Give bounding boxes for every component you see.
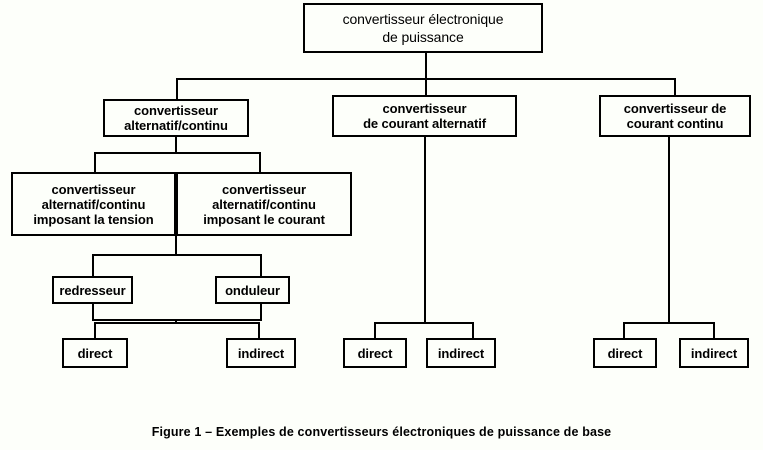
connector-bus-to-ac-direct	[374, 322, 376, 338]
node-dc[interactable]: convertisseur de courant continu	[599, 95, 751, 137]
node-acdc-direct[interactable]: direct	[62, 338, 128, 368]
connector-bus-to-ac-dc	[176, 78, 178, 99]
node-ac-direct[interactable]: direct	[343, 338, 407, 368]
node-acdc-indirect-label: indirect	[237, 345, 285, 361]
node-ac-dc[interactable]: convertisseur alternatif/continu	[103, 99, 249, 137]
node-dc-direct[interactable]: direct	[593, 338, 657, 368]
node-ac-dc-label: convertisseur alternatif/continu	[124, 103, 228, 133]
node-ac[interactable]: convertisseur de courant alternatif	[332, 95, 517, 137]
node-root[interactable]: convertisseur électronique de puissance	[303, 3, 543, 53]
connector-bus-ac-leaves	[374, 322, 474, 324]
node-dc-direct-label: direct	[607, 345, 643, 361]
connector-merge-down	[175, 319, 177, 324]
connector-merge-level4	[92, 319, 262, 321]
connector-bus-to-dc	[674, 78, 676, 99]
node-ac-indirect[interactable]: indirect	[426, 338, 496, 368]
connector-bus-to-onduleur	[260, 254, 262, 276]
connector-bus-dc-leaves	[623, 322, 715, 324]
node-ac-dc-voltage[interactable]: convertisseur alternatif/continu imposan…	[11, 172, 176, 236]
node-dc-indirect[interactable]: indirect	[679, 338, 749, 368]
node-root-label: convertisseur électronique de puissance	[342, 11, 504, 45]
connector-bus-to-ac-dc-voltage	[94, 152, 96, 173]
node-ac-direct-label: direct	[357, 345, 393, 361]
node-ac-indirect-label: indirect	[437, 345, 485, 361]
connector-ac-dc-down	[175, 137, 177, 154]
node-ac-label: convertisseur de courant alternatif	[363, 101, 486, 131]
connector-bus-to-dc-indirect	[713, 322, 715, 338]
node-ac-dc-current[interactable]: convertisseur alternatif/continu imposan…	[176, 172, 352, 236]
node-redresseur[interactable]: redresseur	[52, 276, 133, 304]
node-ac-dc-current-label: convertisseur alternatif/continu imposan…	[203, 181, 325, 227]
node-dc-indirect-label: indirect	[690, 345, 738, 361]
connector-bus-level4	[92, 254, 262, 256]
connector-bus-to-ac	[425, 78, 427, 99]
node-dc-label: convertisseur de courant continu	[623, 101, 727, 131]
connector-bus-to-acdc-indirect	[258, 322, 260, 338]
node-acdc-indirect[interactable]: indirect	[226, 338, 296, 368]
connector-ac-down	[424, 137, 426, 322]
node-ac-dc-voltage-label: convertisseur alternatif/continu imposan…	[33, 181, 154, 227]
connector-bus-acdc-leaves	[94, 322, 260, 324]
connector-bus-to-dc-direct	[623, 322, 625, 338]
connector-bus-to-acdc-direct	[94, 322, 96, 338]
figure-caption: Figure 1 – Exemples de convertisseurs él…	[151, 425, 612, 439]
connector-root-down	[425, 53, 427, 80]
connector-level3-down	[175, 236, 177, 256]
node-onduleur-label: onduleur	[225, 282, 280, 298]
connector-dc-down	[668, 137, 670, 322]
connector-redresseur-down	[92, 304, 94, 321]
connector-bus-level3	[94, 152, 261, 154]
connector-bus-to-ac-dc-current	[259, 152, 261, 173]
node-onduleur[interactable]: onduleur	[215, 276, 290, 304]
node-redresseur-label: redresseur	[59, 282, 126, 298]
connector-onduleur-down	[260, 304, 262, 321]
node-acdc-direct-label: direct	[77, 345, 113, 361]
connector-bus-to-redresseur	[92, 254, 94, 276]
connector-bus-to-ac-indirect	[472, 322, 474, 338]
